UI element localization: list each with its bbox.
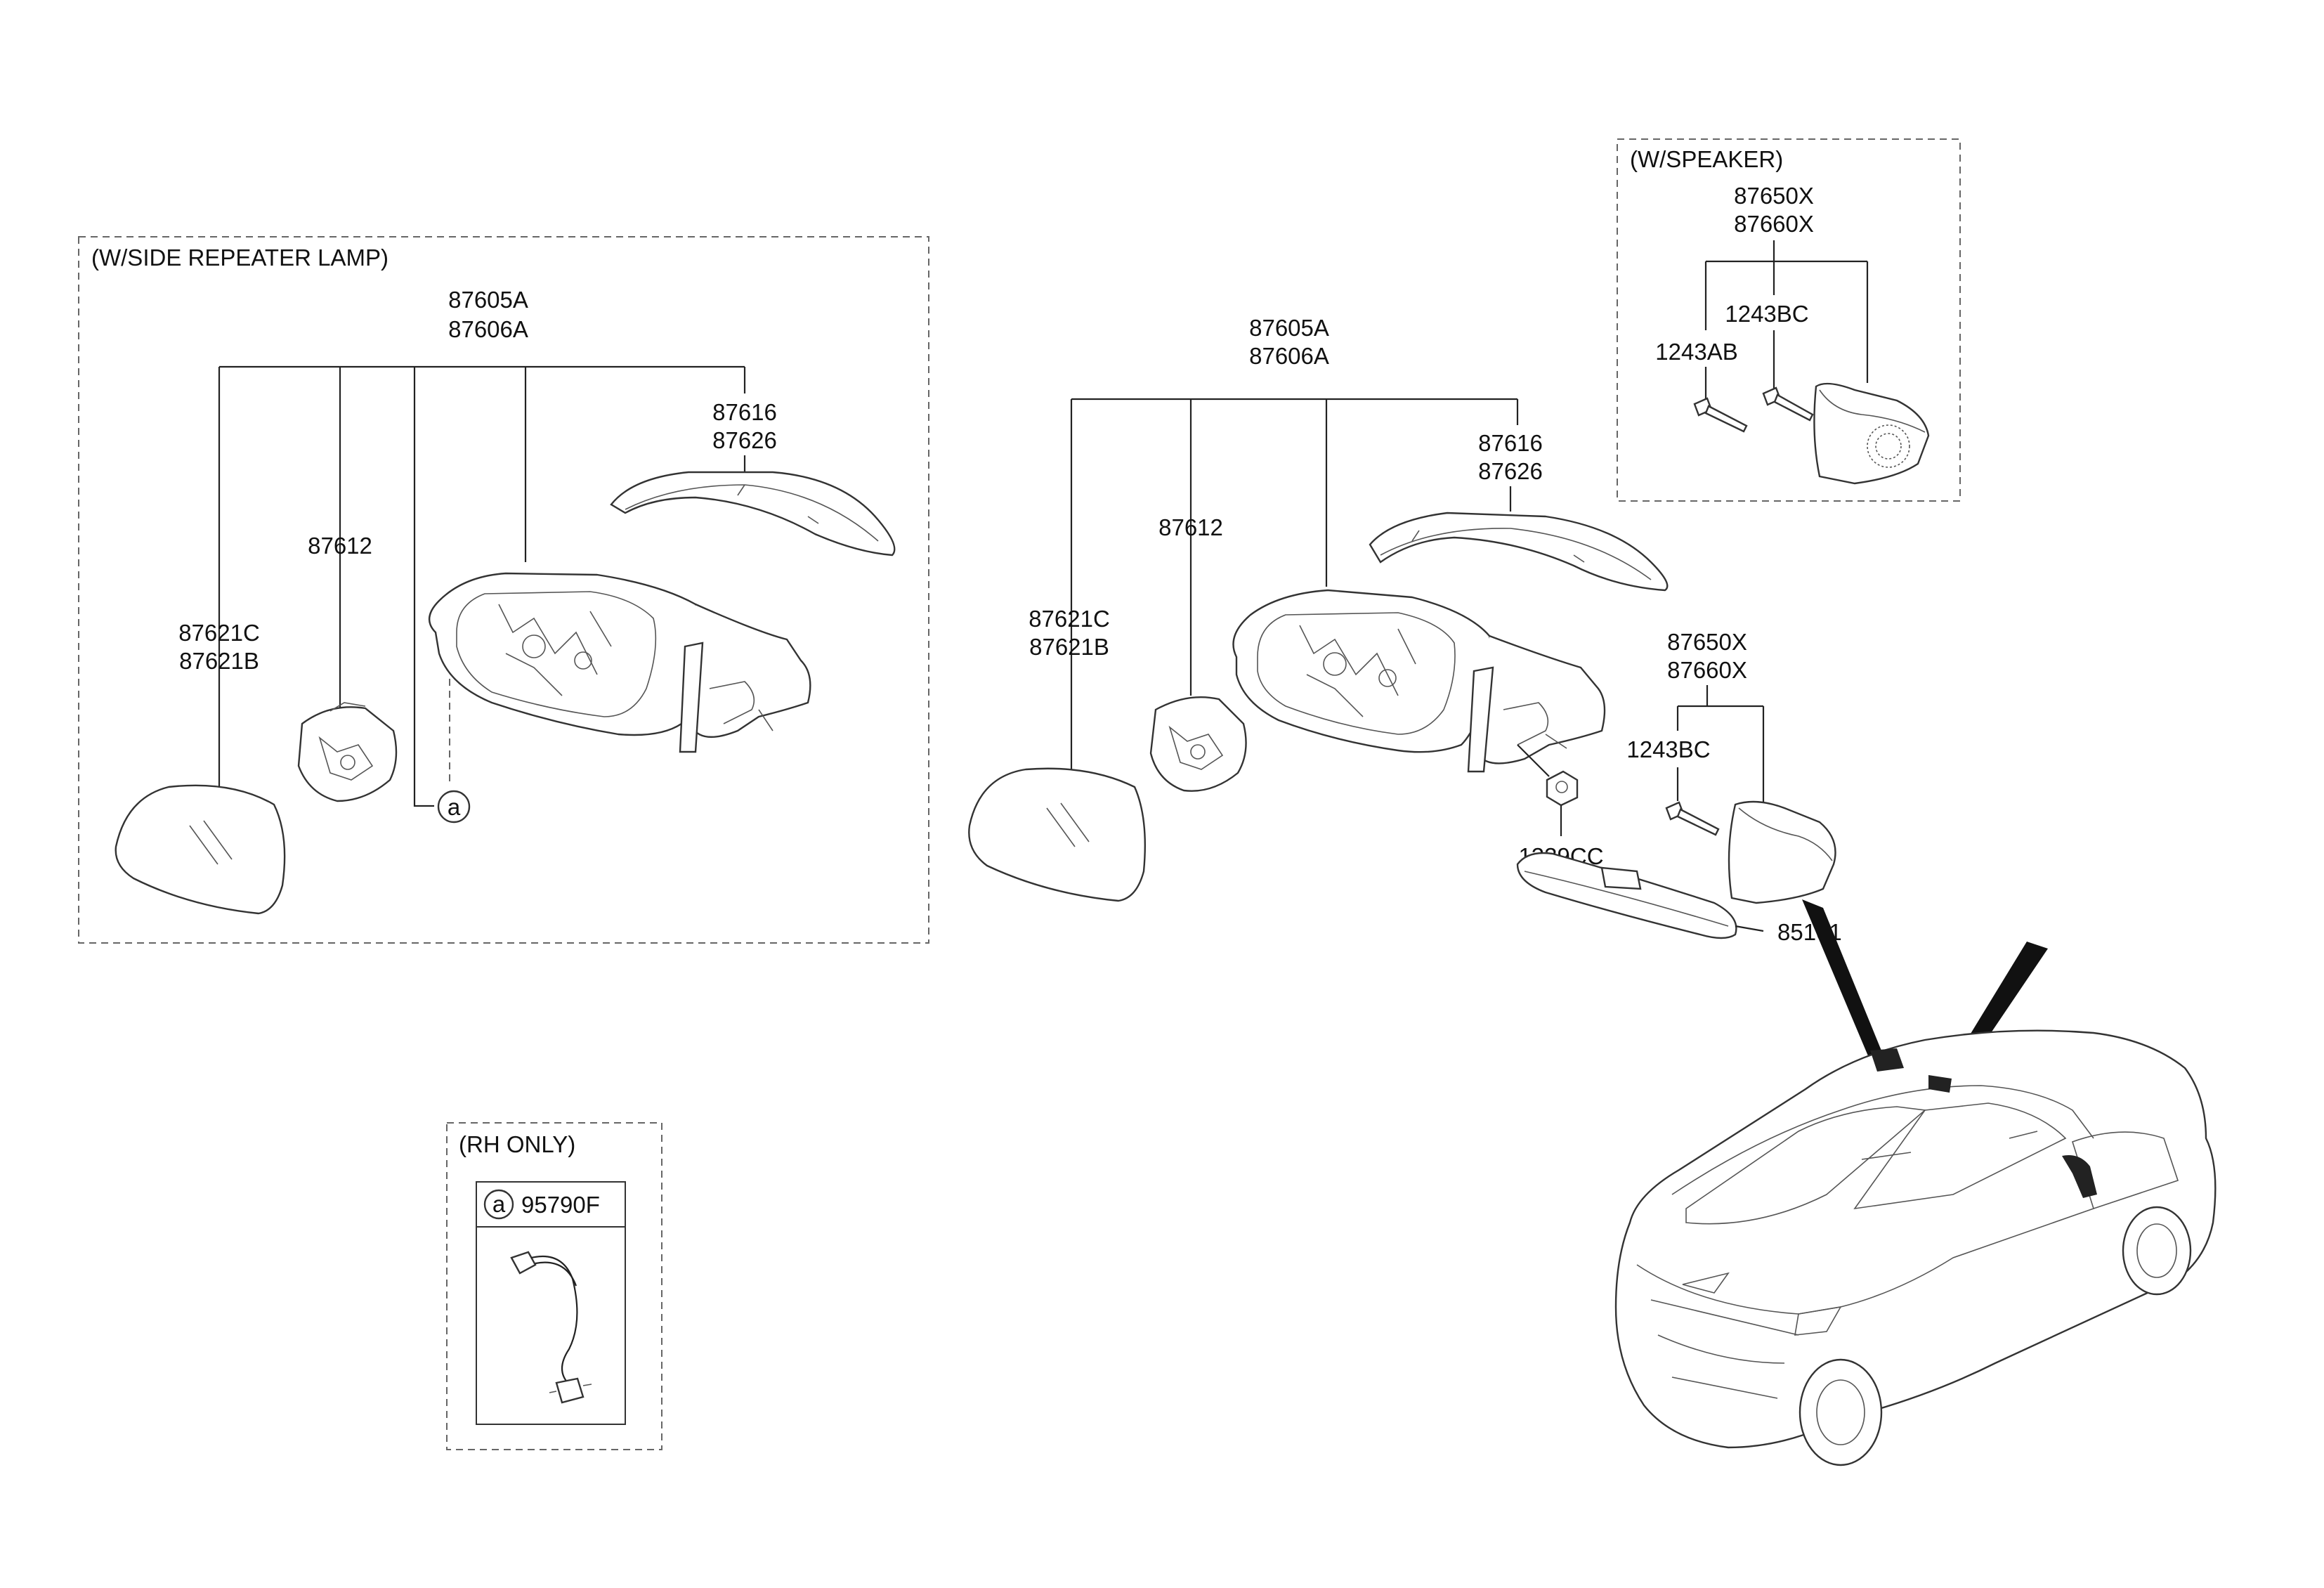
center-glass-label-1: 87621C [1029,606,1110,632]
left-actuator-label: 87612 [308,533,372,559]
speaker-box-screw-1-label: 1243BC [1725,301,1808,327]
speaker-screw-1243bc [1665,801,1720,836]
speaker-box-screw-2-label: 1243AB [1655,339,1737,365]
center-glass-label-2: 87621B [1029,634,1109,660]
center-mirror-glass [968,767,1147,902]
left-mirror-actuator [297,702,398,802]
center-assembly-label-1: 87605A [1249,315,1329,341]
left-assembly-label-1: 87605A [448,287,528,313]
vehicle-illustration [1614,1029,2217,1466]
speaker-tweeter [1728,800,1836,904]
left-cover-label-2: 87626 [712,427,777,453]
speaker-tweeter-leader [1676,685,1765,808]
speaker-box-leader [1704,240,1869,383]
left-assembly-leader [218,365,746,807]
speaker-box-screw-1243ab [1693,397,1748,433]
speaker-box-tweeter-label-1: 87650X [1734,183,1814,209]
speaker-box-tweeter-label-2: 87660X [1734,211,1814,237]
left-ref-marker-circle [437,790,471,824]
speaker-group-title: (W/SPEAKER) [1630,146,1783,172]
center-actuator-label: 87612 [1158,514,1223,540]
side-repeater-group-frame [78,236,929,944]
rh-only-part-label: 95790F [521,1192,600,1218]
rh-only-group-title: (RH ONLY) [459,1131,575,1157]
left-mirror-glass [115,784,286,915]
left-mirror-cover [610,471,896,557]
vehicle-tweeter-spot [1870,1048,1904,1072]
left-ref-marker-text: a [448,794,461,820]
speaker-group-frame [1617,138,1961,502]
left-glass-label-1: 87621C [178,620,260,646]
inside-rearview-mirror [1516,852,1737,939]
tweeter-location-pointer [1802,899,1883,1057]
speaker-tweeter-label-1: 87650X [1667,629,1747,655]
center-cover-label-2: 87626 [1478,458,1543,484]
wiring-harness-95790f [510,1251,592,1404]
rh-only-marker-circle [483,1189,514,1220]
center-cover-label-1: 87616 [1478,430,1543,456]
side-repeater-group-title: (W/SIDE REPEATER LAMP) [91,245,389,271]
left-assembly-label-2: 87606A [448,316,528,342]
rh-only-table [476,1181,626,1425]
vehicle-mirror-spot [1928,1075,1952,1093]
speaker-box-tweeter [1813,382,1930,485]
nut-1339cc [1546,770,1579,807]
nut-pointer-line [1517,744,1550,777]
center-mirror-housing [1232,589,1606,773]
center-assembly-label-2: 87606A [1249,343,1329,369]
vehicle-side-mirror [2062,1155,2097,1198]
rh-only-marker-text: a [492,1191,506,1217]
center-assembly-leader [1070,398,1519,769]
speaker-screw-label: 1243BC [1626,736,1710,762]
left-glass-label-2: 87621B [179,648,259,674]
center-mirror-actuator [1149,696,1247,792]
speaker-box-screw-1243bc [1762,386,1814,422]
left-cover-label-1: 87616 [712,399,777,425]
left-mirror-housing [429,572,811,753]
inside-mirror-leader [1735,925,1764,932]
rh-only-group-frame [446,1122,662,1450]
speaker-tweeter-label-2: 87660X [1667,657,1747,683]
center-mirror-cover [1369,512,1669,592]
